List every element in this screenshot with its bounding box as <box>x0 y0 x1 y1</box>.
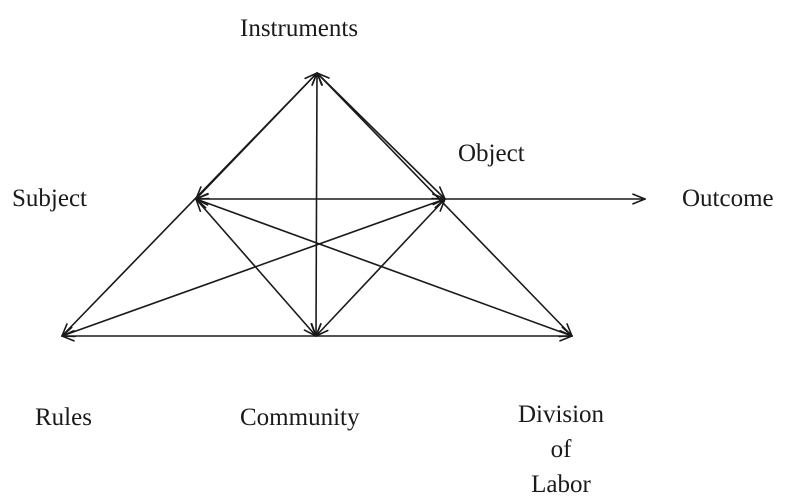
node-label-community: Community <box>240 405 359 430</box>
division-of-labor-line-1: Division <box>497 397 625 432</box>
node-label-instruments: Instruments <box>240 16 358 41</box>
node-label-division-of-labor: Division of Labor <box>497 397 625 502</box>
division-of-labor-line-3: Labor <box>497 467 625 502</box>
edge-instruments-to-division-of-labor <box>317 73 572 336</box>
edge-instruments-to-community <box>316 73 317 336</box>
node-label-subject: Subject <box>12 186 87 211</box>
edge-subject-to-community <box>196 199 316 336</box>
node-label-rules: Rules <box>35 405 92 430</box>
division-of-labor-line-2: of <box>497 432 625 467</box>
diagram-edges <box>62 73 645 341</box>
edge-object-to-community <box>316 199 445 336</box>
node-label-outcome: Outcome <box>682 186 774 211</box>
node-label-object: Object <box>458 141 525 166</box>
edge-instruments-to-rules <box>62 73 317 336</box>
